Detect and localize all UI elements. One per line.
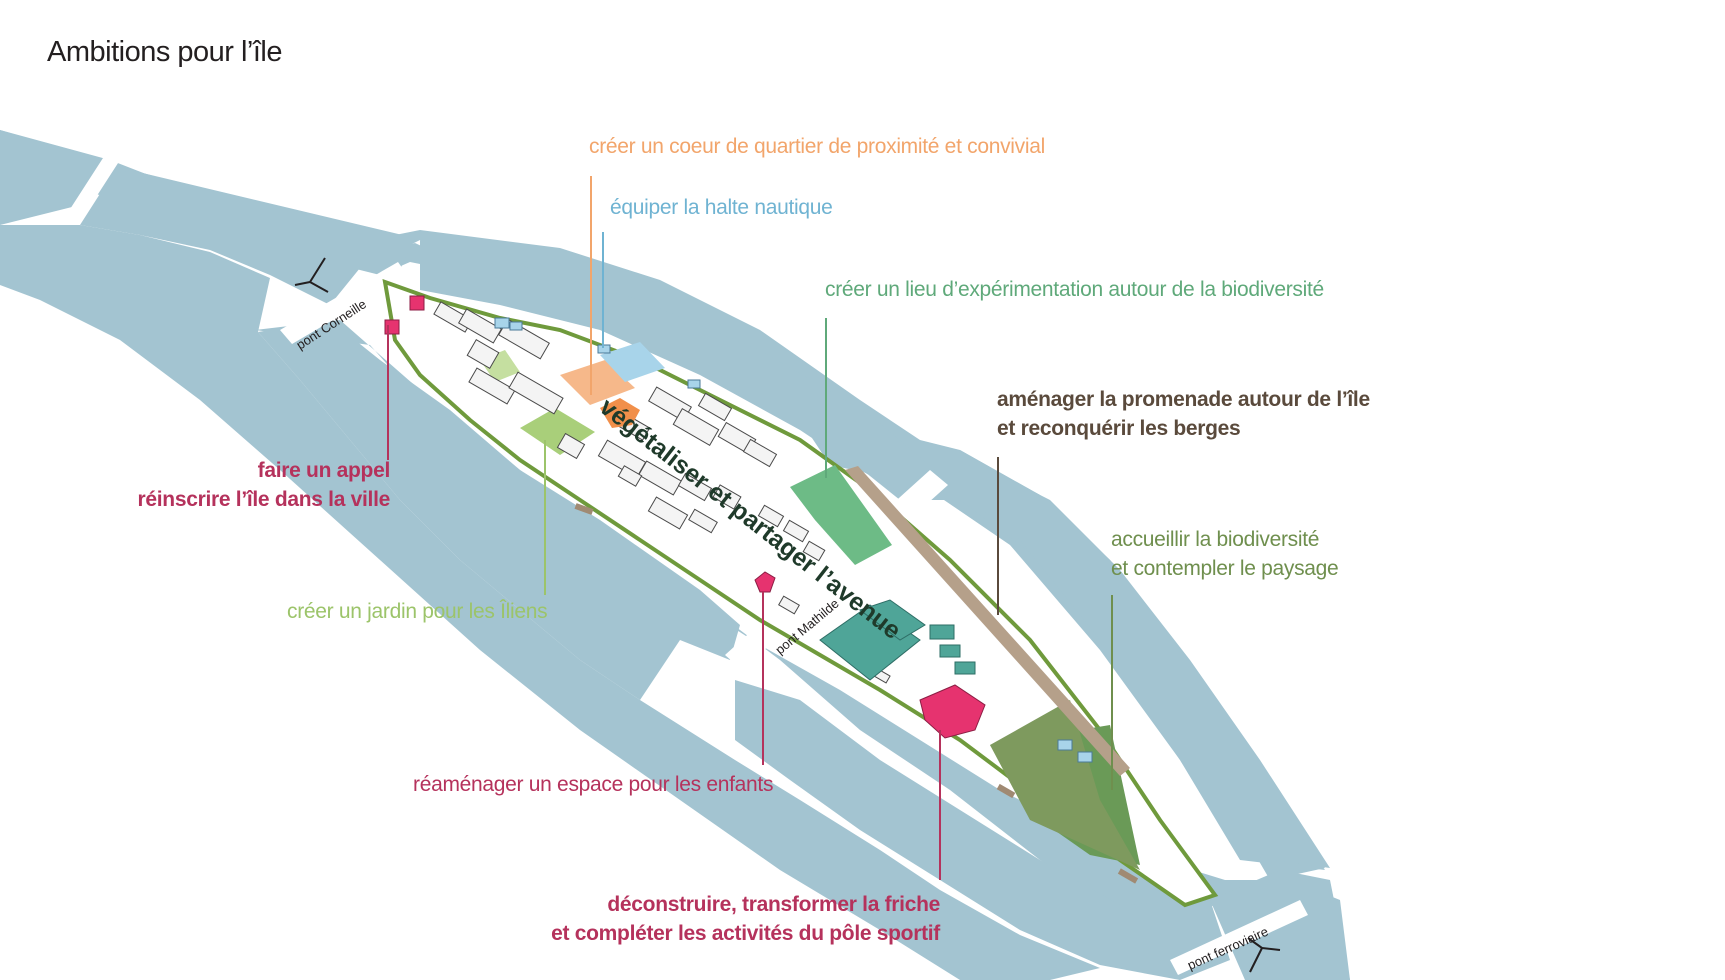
label-appel: faire un appel réinscrire l’île dans la … [137, 456, 391, 514]
heart-shape [600, 398, 640, 428]
label-enfants: réaménager un espace pour les enfants [413, 773, 774, 796]
river-north-main [80, 170, 415, 305]
promenade-mark-2 [996, 783, 1016, 799]
label-accueillir-line2: et contempler le paysage [1111, 557, 1339, 580]
bridge-upper-left [63, 158, 120, 222]
label-promenade: aménager la promenade autour de l’île et… [997, 385, 1370, 443]
label-appel-line1: faire un appel [257, 459, 391, 482]
river-north-far [945, 462, 1330, 868]
label-friche-line2: et compléter les activités du pôle sport… [551, 922, 940, 945]
page-title: Ambitions pour l’île [47, 36, 283, 68]
river-north-channel [0, 130, 115, 225]
bridge-marker-icon [294, 257, 329, 293]
experimentation-zone [790, 465, 892, 565]
river-south-lower [735, 680, 1230, 980]
label-promenade-line2: et reconquérir les berges [997, 417, 1241, 440]
promenade-mark-3 [1117, 868, 1139, 884]
label-lieu-bio: créer un lieu d’expérimentation autour d… [825, 278, 1324, 301]
label-friche: déconstruire, transformer la friche et c… [551, 890, 940, 948]
river-west [0, 225, 1100, 980]
promenade-mark-1 [574, 503, 594, 515]
label-promenade-line1: aménager la promenade autour de l’île [997, 388, 1370, 411]
label-coeur: créer un coeur de quartier de proximité … [589, 135, 1045, 158]
promenade-strip [845, 466, 1130, 776]
label-jardin: créer un jardin pour les Îliens [287, 600, 548, 623]
label-appel-line2: réinscrire l’île dans la ville [137, 488, 391, 511]
biodiversity-zone-light [990, 700, 1140, 870]
river-south-main [258, 320, 740, 700]
pink-buildings [384, 295, 986, 739]
sports-buildings [819, 599, 976, 681]
bridge-marker-icon-2 [1247, 937, 1281, 973]
label-friche-line1: déconstruire, transformer la friche [607, 893, 940, 916]
label-halte: équiper la halte nautique [610, 196, 833, 219]
label-accueillir: accueillir la biodiversité et contempler… [1111, 525, 1339, 583]
label-accueillir-line1: accueillir la biodiversité [1111, 528, 1320, 551]
nautical-stop [600, 342, 665, 382]
bridge-corneille [280, 262, 408, 344]
buildings [433, 301, 891, 684]
river-north-right [420, 240, 935, 492]
blue-buildings [494, 317, 1093, 763]
bridge-ferroviaire [1170, 900, 1308, 975]
